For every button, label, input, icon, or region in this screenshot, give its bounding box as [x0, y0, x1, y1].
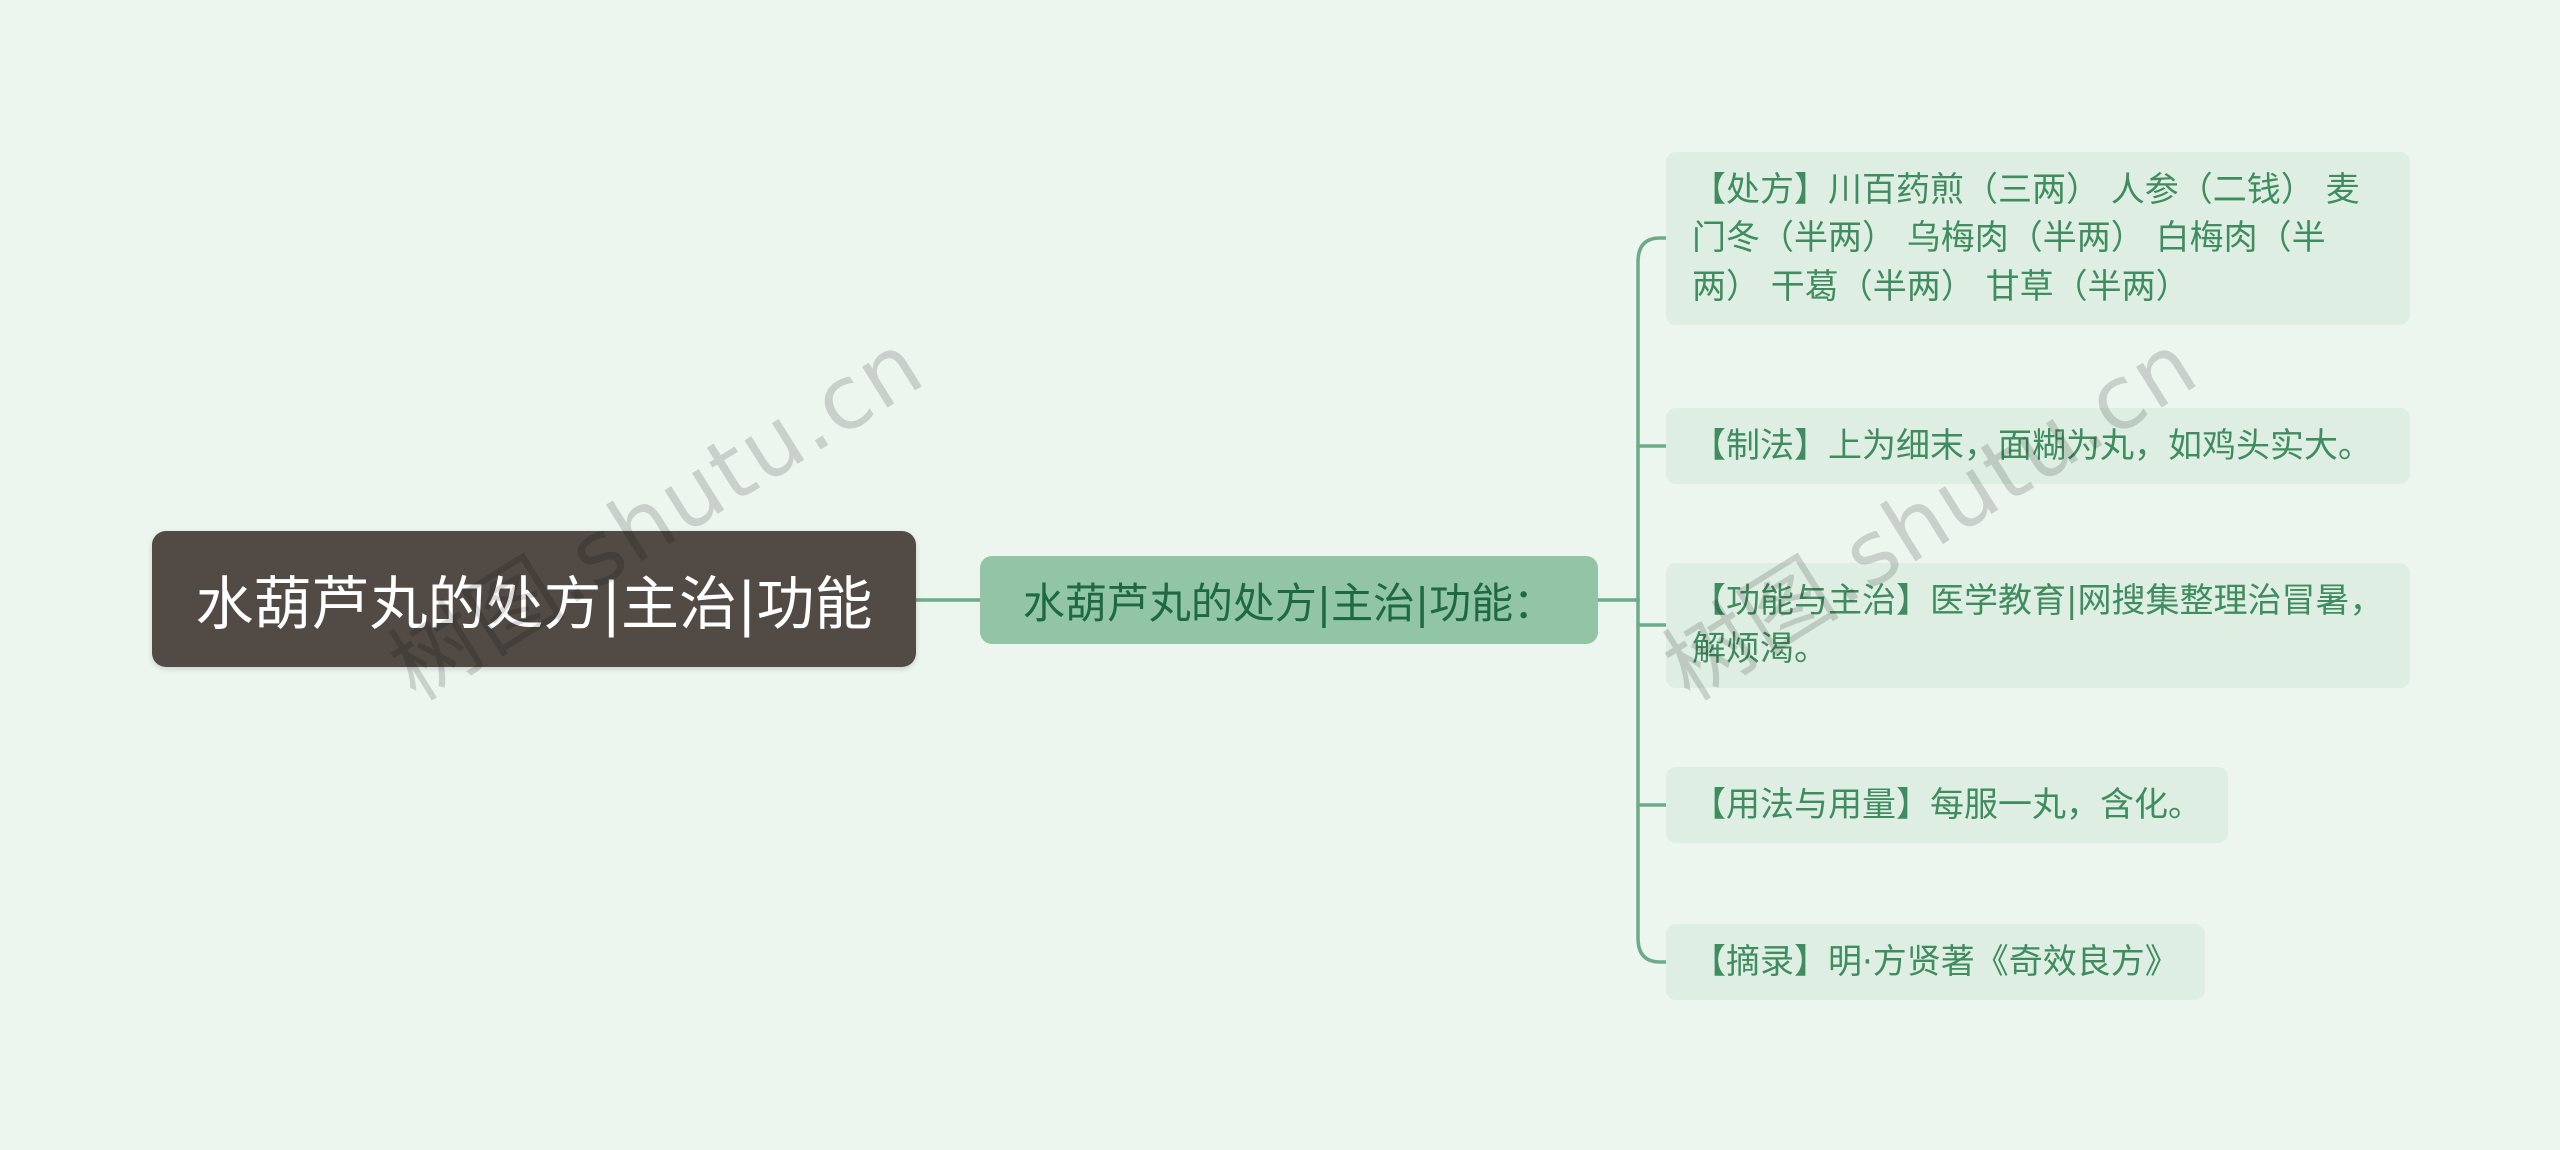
branch-node-prescription[interactable]: 【处方】川百药煎（三两） 人参（二钱） 麦门冬（半两） 乌梅肉（半两） 白梅肉（…	[1666, 152, 2410, 325]
branch-node-preparation[interactable]: 【制法】上为细末，面糊为丸，如鸡头实大。	[1666, 408, 2410, 485]
branch-node-function-indication[interactable]: 【功能与主治】医学教育|网搜集整理治冒暑，解烦渴。	[1666, 563, 2410, 688]
root-node[interactable]: 水葫芦丸的处方|主治|功能	[152, 531, 916, 667]
connector-trunk	[1636, 236, 1668, 964]
branch-node-usage-dosage[interactable]: 【用法与用量】每服一丸，含化。	[1666, 767, 2228, 844]
topic-node[interactable]: 水葫芦丸的处方|主治|功能：	[980, 556, 1598, 644]
branch-node-excerpt[interactable]: 【摘录】明·方贤著《奇效良方》	[1666, 924, 2205, 1001]
